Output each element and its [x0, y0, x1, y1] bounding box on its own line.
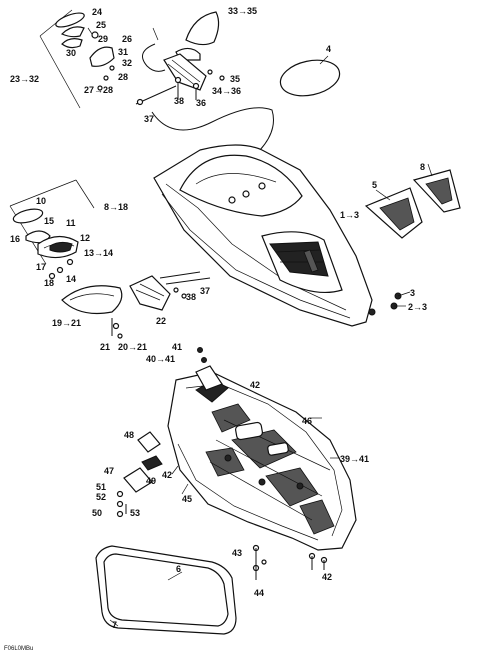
drawing-code: F06L0MBu [4, 646, 33, 652]
label-16: 16 [10, 234, 20, 244]
part-labels: 24 25 29 30 31 32 26 23→32 28 27→28 33→3… [4, 6, 427, 652]
cable-rod-middle [159, 271, 211, 299]
label-5: 5 [372, 180, 377, 190]
label-46: 46 [302, 416, 312, 426]
label-42-mid: 42 [162, 470, 172, 480]
label-35: 35 [230, 74, 240, 84]
label-15: 15 [44, 216, 54, 226]
label-47: 47 [104, 466, 114, 476]
label-34-36: 34→36 [212, 86, 241, 96]
label-37-top: 37 [144, 114, 154, 124]
label-1-3: 1→3 [340, 210, 359, 220]
mirror-assembly-top-center [135, 11, 274, 151]
label-44: 44 [254, 588, 264, 598]
label-14: 14 [66, 274, 76, 284]
leader-lines [109, 417, 340, 627]
label-43: 43 [232, 548, 242, 558]
label-23-32: 23→32 [10, 74, 39, 84]
label-24: 24 [92, 7, 102, 17]
label-30: 30 [66, 48, 76, 58]
label-27-28: 27→28 [84, 85, 113, 95]
label-45: 45 [182, 494, 192, 504]
label-33-35: 33→35 [228, 6, 257, 16]
label-7: 7 [112, 620, 117, 630]
label-3: 3 [410, 288, 415, 298]
label-32: 32 [122, 58, 132, 68]
label-21: 21 [100, 342, 110, 352]
label-39-41: 39→41 [340, 454, 369, 464]
label-10: 10 [36, 196, 46, 206]
label-41: 41 [172, 342, 182, 352]
label-13-14: 13→14 [84, 248, 113, 258]
label-49: 49 [146, 476, 156, 486]
label-48: 48 [124, 430, 134, 440]
label-18: 18 [44, 278, 54, 288]
label-28: 28 [118, 72, 128, 82]
label-22: 22 [156, 316, 166, 326]
label-8-right: 8 [420, 162, 425, 172]
label-51: 51 [96, 482, 106, 492]
label-20-21: 20→21 [118, 342, 147, 352]
label-29: 29 [98, 34, 108, 44]
label-50: 50 [92, 508, 102, 518]
label-6: 6 [176, 564, 181, 574]
fasteners-bottom [252, 544, 328, 580]
label-40-41: 40→41 [146, 354, 175, 364]
side-vent-5 [364, 187, 423, 239]
label-42-top: 42 [250, 380, 260, 390]
label-17: 17 [36, 262, 46, 272]
fasteners-2-3 [368, 291, 411, 316]
label-25: 25 [96, 20, 106, 30]
mirror-kit-top-left [39, 9, 115, 109]
label-52: 52 [96, 492, 106, 502]
label-37-mid: 37 [200, 286, 210, 296]
mirror-lens-4 [279, 59, 341, 97]
label-2-3: 2→3 [408, 302, 427, 312]
side-vent-8 [412, 163, 461, 213]
label-38-top: 38 [174, 96, 184, 106]
mirror-19-21 [61, 275, 171, 339]
label-26: 26 [122, 34, 132, 44]
label-42-bottom: 42 [322, 572, 332, 582]
front-cowl-1-3 [153, 144, 373, 327]
label-19-21: 19→21 [52, 318, 81, 328]
label-53: 53 [130, 508, 140, 518]
mirror-kit-left [9, 179, 95, 280]
deck-39-41 [167, 347, 357, 551]
label-31: 31 [118, 47, 128, 57]
label-4: 4 [326, 44, 331, 54]
label-8-18: 8→18 [104, 202, 128, 212]
label-12: 12 [80, 233, 90, 243]
label-38-mid: 38 [186, 292, 196, 302]
hatch-seal-6 [95, 545, 237, 635]
label-36: 36 [196, 98, 206, 108]
label-11: 11 [66, 218, 76, 228]
latch-parts-47-53 [116, 431, 163, 518]
